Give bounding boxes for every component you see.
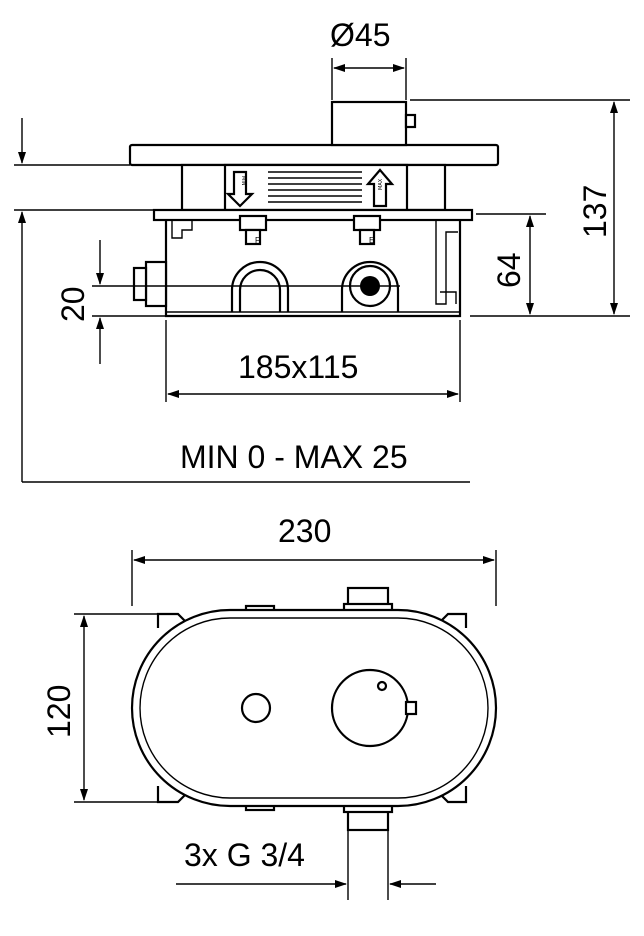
- left-outlet: [230, 260, 290, 312]
- right-valve: [340, 260, 400, 312]
- dim-plate-width: 230: [278, 513, 331, 549]
- box-body: [164, 220, 462, 318]
- max-label: MAX: [378, 178, 384, 190]
- side-view: MIN MAX F E: [92, 100, 500, 318]
- handle-pin: [404, 700, 418, 716]
- dim-box-size: 185x115: [238, 349, 358, 385]
- handle-indicator: [376, 680, 388, 692]
- top-knob: [330, 100, 408, 147]
- front-view: [130, 586, 498, 832]
- port-e-label: E: [369, 236, 374, 245]
- port-f-label: F: [255, 236, 260, 245]
- min-arrow-icon: MIN: [225, 170, 255, 208]
- side-dimensions: Ø45 137 64 20 185x115 MIN 0 - MAX 25: [14, 17, 630, 483]
- front-dimensions: 230 120 3x G 3/4: [41, 513, 497, 900]
- box-flange: [152, 208, 474, 222]
- dim-offset: 20: [55, 286, 91, 322]
- dim-connections: 3x G 3/4: [184, 837, 305, 873]
- port-e: E: [352, 214, 382, 246]
- max-arrow-icon: MAX: [365, 168, 395, 208]
- front-plate-inner: [139, 617, 489, 799]
- min-label: MIN: [240, 176, 246, 186]
- cover-plate: [128, 143, 500, 167]
- dim-height-total: 137: [577, 185, 613, 238]
- sticker-text: [268, 171, 362, 203]
- port-f: F: [238, 214, 268, 246]
- diverter-button-icon: [240, 692, 272, 724]
- mounting-ears: [156, 612, 468, 804]
- dim-plate-height: 120: [41, 685, 77, 738]
- dim-height-box: 64: [491, 252, 527, 288]
- dim-diameter: Ø45: [330, 17, 390, 53]
- right-clip: [435, 220, 458, 305]
- bottom-connector: [342, 802, 394, 832]
- dim-depth-range: MIN 0 - MAX 25: [180, 439, 408, 475]
- knob-pin: [404, 113, 417, 129]
- top-connector: [342, 586, 394, 614]
- left-clip: [171, 220, 193, 239]
- side-connector: [132, 260, 168, 308]
- main-handle-icon: [330, 668, 410, 748]
- front-plate: [130, 608, 498, 808]
